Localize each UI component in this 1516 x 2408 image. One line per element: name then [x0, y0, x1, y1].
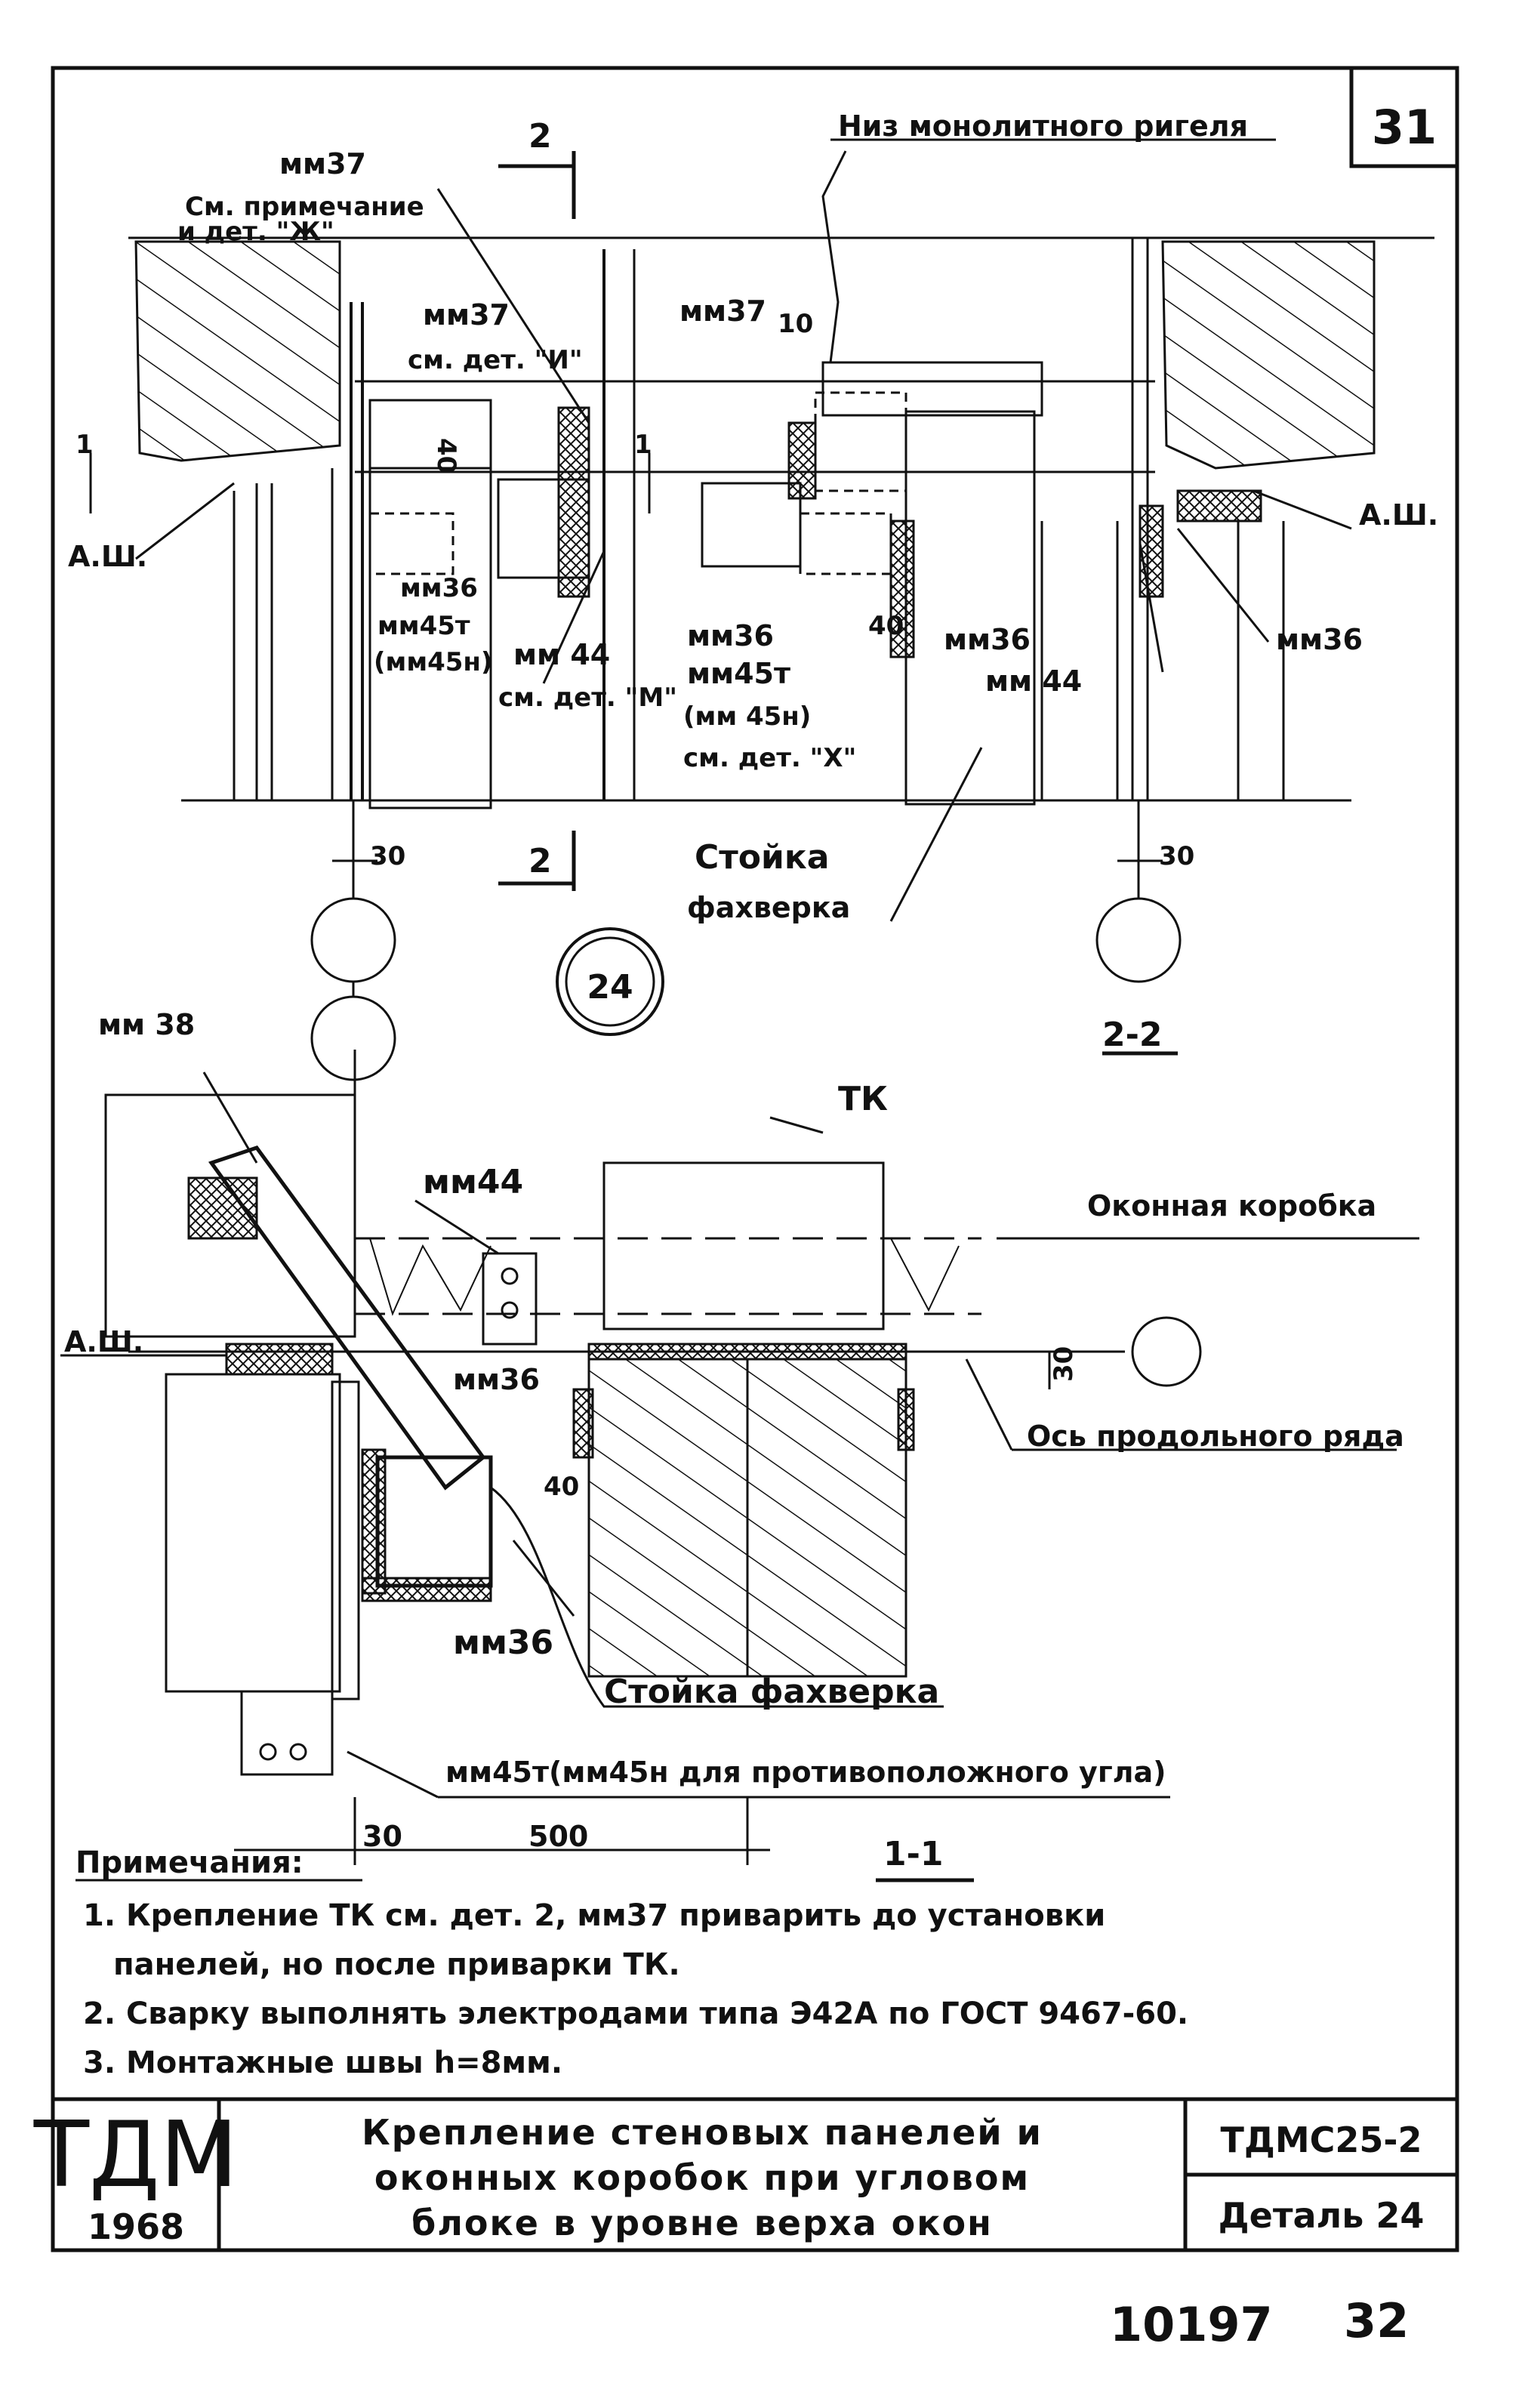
label-mm36-right: мм36 [1276, 623, 1363, 656]
title-line-1: Крепление стеновых панелей и [362, 2112, 1043, 2153]
dim-30-right: 30 [1159, 841, 1194, 871]
section-1-1 [60, 1050, 1419, 1882]
right-wall-panel [1161, 240, 1376, 470]
dim-1-left: 1 [75, 430, 94, 460]
axis-marker-right [1095, 897, 1182, 983]
archive-number: 10197 [1110, 2297, 1273, 2352]
dim-40-center: 40 [868, 611, 904, 641]
title-detail: Деталь 24 [1219, 2195, 1425, 2236]
label-mm44-rc: мм 44 [985, 664, 1082, 698]
label-mm36-top: мм36 [453, 1363, 540, 1396]
label-tk: ТК [838, 1080, 888, 1118]
label-mm44-left: мм 44 [513, 638, 610, 671]
section-title-2-2: 2-2 [1102, 1016, 1163, 1054]
title-code: ТДМС25-2 [1221, 2120, 1422, 2160]
axis-marker-mid [310, 995, 396, 1081]
label-ash-plan: А.Ш. [64, 1325, 143, 1358]
axis-marker-plan [1131, 1316, 1202, 1387]
label-mm45-center-ref: см. дет. "Х" [683, 743, 856, 773]
dim-1-mid: 1 [634, 430, 652, 460]
label-mm36-bottom: мм36 [453, 1623, 553, 1662]
label-mm36-center: мм36 [687, 619, 774, 652]
label-post-plan: Стойка фахверка [604, 1673, 939, 1711]
sheet-number-box: 31 [1349, 66, 1459, 168]
label-mm36-rc: мм36 [944, 623, 1031, 656]
label-ash-right: А.Ш. [1359, 498, 1438, 532]
title-line-2: оконных коробок при угловом [374, 2157, 1030, 2198]
label-bottom-beam: Низ монолитного ригеля [838, 109, 1248, 143]
section-mark-bottom: 2 [528, 842, 552, 880]
label-mm45h-center: (мм 45н) [683, 701, 811, 732]
dim-30-plan: 30 [1049, 1346, 1079, 1382]
note-line-3: 2. Сварку выполнять электродами типа Э42… [83, 1996, 1188, 2031]
note-line-2: панелей, но после приварки ТК. [113, 1947, 680, 1982]
page-number: 32 [1344, 2293, 1409, 2348]
label-post-2: фахверка [687, 891, 850, 924]
label-axis: Ось продольного ряда [1027, 1420, 1404, 1453]
dim-10: 10 [778, 309, 813, 339]
dim-500: 500 [528, 1820, 588, 1853]
left-wall-panel [134, 240, 341, 462]
label-mm45: мм45т(мм45н для противоположного угла) [445, 1756, 1166, 1789]
sheet-number: 31 [1372, 100, 1437, 155]
label-mm45t-left: мм45т [377, 611, 470, 641]
detail-marker-outer [556, 927, 664, 1036]
sheet-border [51, 66, 1459, 2252]
label-ash-left: А.Ш. [68, 540, 147, 573]
logo: ТДМ [33, 2103, 239, 2208]
note-line-4: 3. Монтажные швы h=8мм. [83, 2046, 562, 2080]
dim-40-vertical: 40 [431, 438, 461, 473]
label-mm45t-center: мм45т [687, 657, 790, 690]
section-2-2 [89, 138, 1434, 1081]
dim-40-plan: 40 [544, 1472, 579, 1502]
note-ref2: и дет. "Ж" [177, 217, 334, 247]
note-ref: См. примечание [185, 192, 424, 222]
section-title-1-1: 1-1 [883, 1835, 944, 1873]
title-block [53, 2097, 1457, 2250]
label-mm37-left-ref: см. дет. "И" [408, 345, 583, 375]
label-window-frame: Оконная коробка [1087, 1189, 1376, 1222]
section-mark-top: 2 [528, 117, 552, 156]
detail-marker-inner [565, 936, 655, 1027]
dim-30-bottom: 30 [362, 1820, 402, 1853]
label-mm37-left: мм37 [423, 298, 510, 331]
axis-marker-left [310, 897, 396, 983]
label-post-1: Стойка [695, 838, 829, 877]
notes-heading: Примечания: [75, 1845, 304, 1880]
label-mm44-left-ref: см. дет. "М" [498, 683, 677, 713]
label-mm37-top: мм37 [279, 147, 366, 180]
label-mm37-right: мм37 [679, 294, 766, 328]
note-line-1: 1. Крепление ТК см. дет. 2, мм37 привари… [83, 1898, 1105, 1933]
title-line-3: блоке в уровне верха окон [411, 2203, 993, 2243]
dim-30-left: 30 [370, 841, 405, 871]
label-mm38: мм 38 [98, 1008, 195, 1041]
title-year: 1968 [88, 2206, 184, 2247]
label-mm44: мм44 [423, 1163, 523, 1201]
label-mm36-left: мм36 [400, 573, 478, 603]
label-mm45h-left: (мм45н) [374, 647, 492, 677]
detail-number: 24 [587, 968, 633, 1007]
